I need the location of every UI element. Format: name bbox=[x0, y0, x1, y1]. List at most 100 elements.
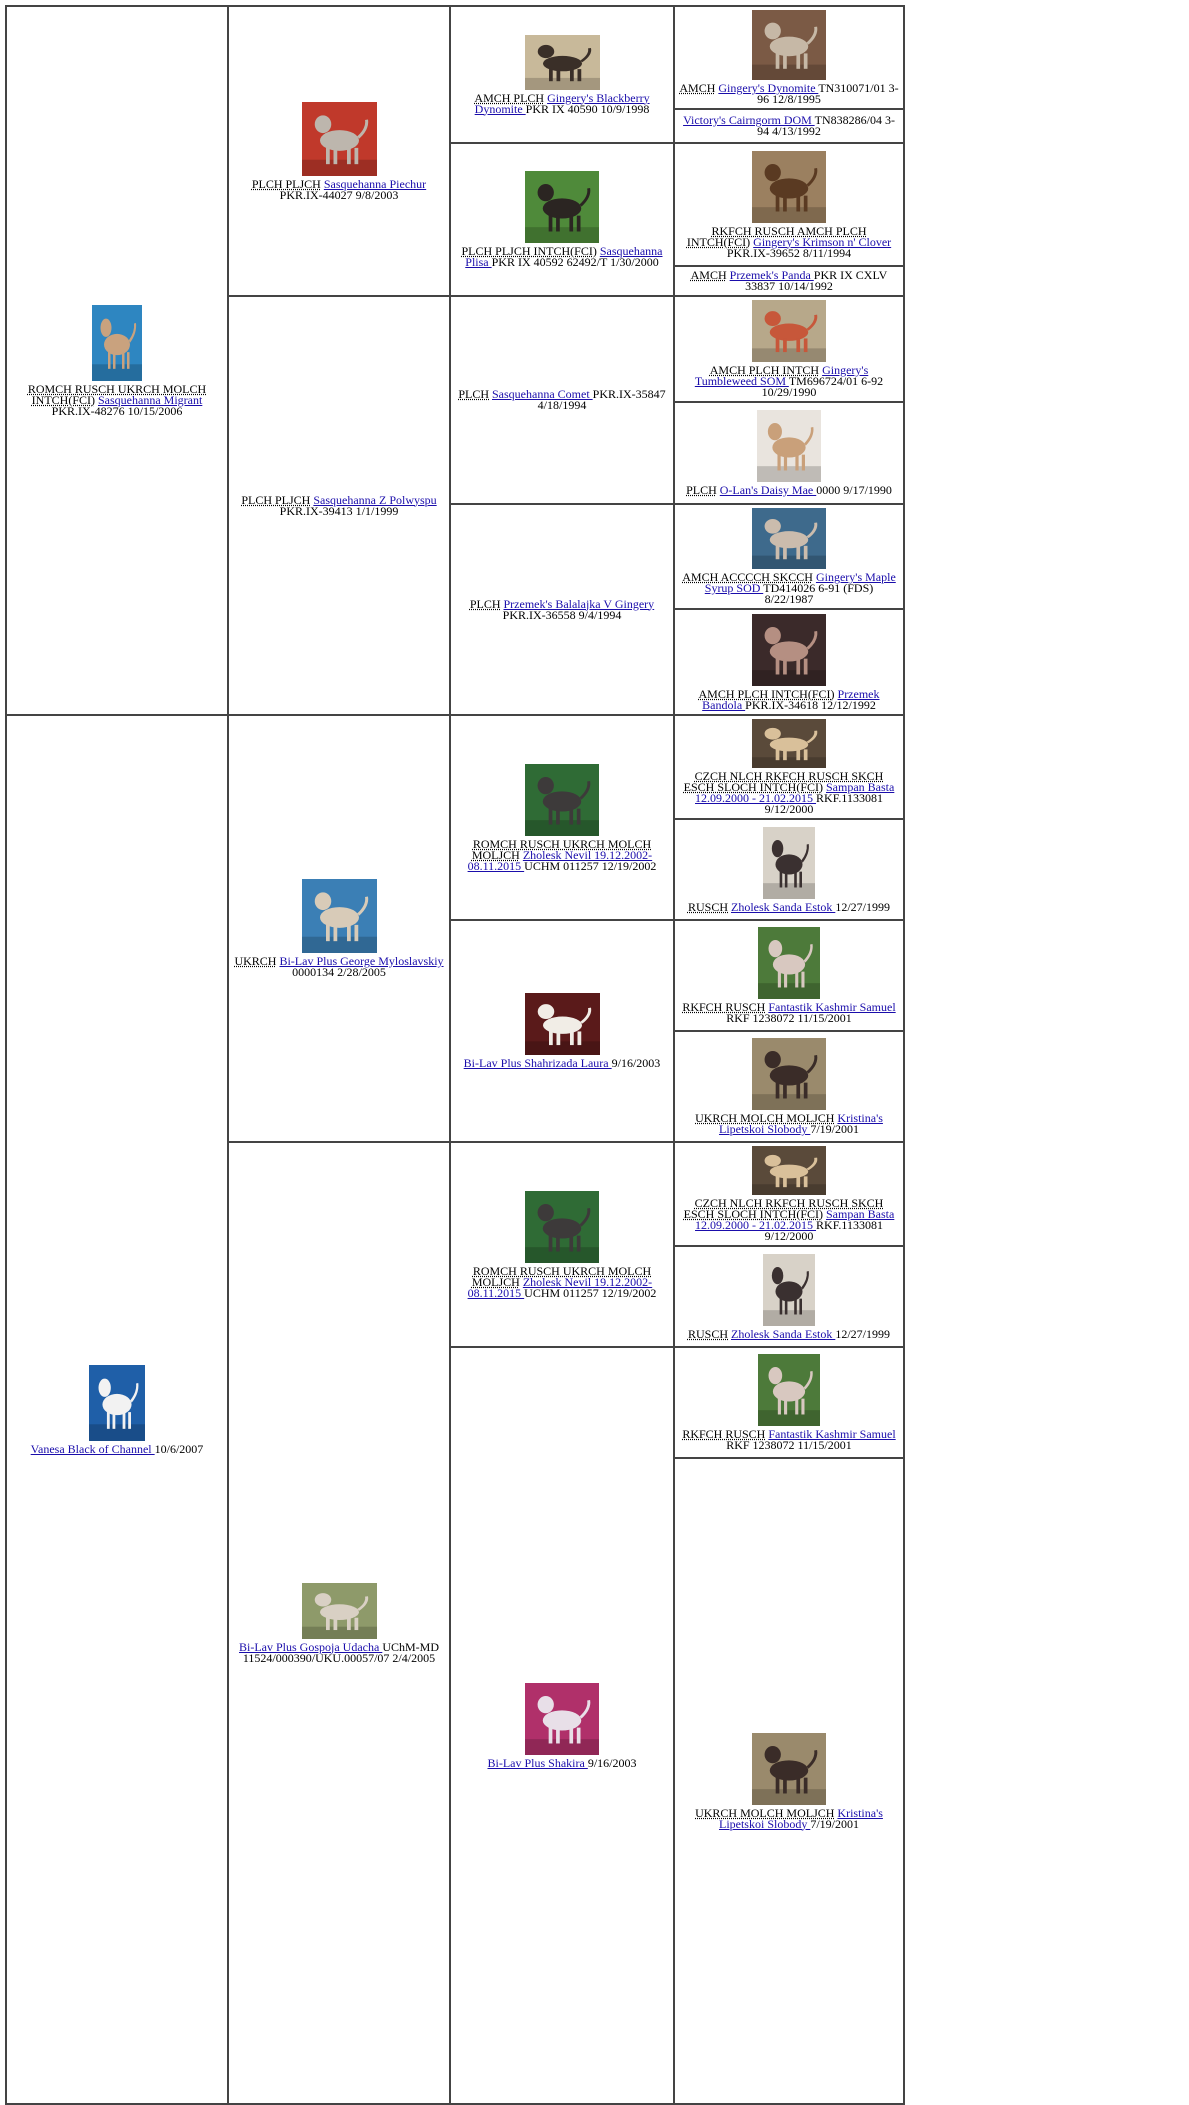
photo-floor bbox=[525, 1246, 599, 1263]
dog-leg bbox=[325, 147, 330, 164]
dog-name-link[interactable]: Sasquehanna Z Polwyspu bbox=[313, 492, 437, 507]
dog-name-link[interactable]: Vanesa Black of Channel bbox=[30, 1441, 155, 1456]
dog-caption: AMCH ACCCCH SKCCH Gingery's Maple Syrup … bbox=[679, 570, 899, 605]
dog-leg bbox=[783, 1082, 787, 1099]
dog-name-link[interactable]: Zholesk Nevil 19.12.2002-08.11.2015 bbox=[467, 1274, 653, 1300]
dog-leg bbox=[779, 1298, 783, 1314]
dog-photo[interactable] bbox=[758, 1354, 820, 1426]
dog-photo[interactable] bbox=[752, 150, 826, 223]
photo-floor bbox=[763, 1309, 815, 1326]
dog-photo[interactable] bbox=[752, 300, 826, 362]
dog-name-link[interactable]: Zholesk Nevil 19.12.2002-08.11.2015 bbox=[467, 847, 653, 873]
dog-body bbox=[769, 1164, 809, 1179]
dog-titles: RUSCH bbox=[687, 899, 728, 914]
dog-name-link[interactable]: Fantastik Kashmir Samuel bbox=[768, 1000, 896, 1014]
dog-name-link[interactable]: Sampan Basta 12.09.2000 - 21.02.2015 bbox=[695, 780, 895, 805]
dog-name-link[interactable]: Gingery's Krimson n' Clover bbox=[753, 234, 892, 249]
dog-titles: UKRCH MOLCH MOLJCH bbox=[695, 1111, 835, 1125]
dog-photo[interactable] bbox=[92, 304, 142, 381]
dog-name-link[interactable]: Sasquehanna Plisa bbox=[465, 244, 663, 269]
dog-name-link[interactable]: Bi-Lav Plus George Myloslavskiy bbox=[279, 954, 444, 968]
dog-name-link[interactable]: Bi-Lav Plus Gospoja Udacha bbox=[239, 1639, 383, 1654]
dog-body bbox=[769, 323, 809, 341]
pedigree-cell-gen4: RUSCH Zholesk Sanda Estok 12/27/1999 bbox=[675, 1247, 905, 1348]
dog-name-link[interactable]: Przemek Bandola bbox=[702, 686, 880, 712]
dog-name-link[interactable]: Gingery's Maple Syrup SOD bbox=[704, 570, 896, 595]
dog-leg bbox=[775, 658, 780, 674]
dog-photo[interactable] bbox=[763, 826, 815, 899]
dog-caption: PLCH PLJCH Sasquehanna Piechur PKR.IX-44… bbox=[233, 176, 445, 201]
dog-photo[interactable] bbox=[752, 719, 826, 768]
dog-photo[interactable] bbox=[752, 1038, 826, 1110]
dog-caption: UKRCH Bi-Lav Plus George Myloslavskiy 00… bbox=[233, 954, 445, 979]
dog-tail bbox=[806, 730, 818, 744]
dog-leg bbox=[784, 1298, 788, 1314]
dog-registration: UChM-MD 11524/000390/UKU.00057/07 2/4/20… bbox=[242, 1639, 439, 1665]
photo-floor bbox=[752, 555, 826, 569]
dog-caption: ROMCH RUSCH UKRCH MOLCH INTCH(FCI) Sasqu… bbox=[11, 383, 223, 417]
dog-name-link[interactable]: Fantastik Kashmir Samuel bbox=[768, 1427, 896, 1441]
dog-titles: PLCH bbox=[686, 483, 717, 497]
dog-name-link[interactable]: Zholesk Sanda Estok bbox=[731, 1326, 836, 1341]
dog-photo[interactable] bbox=[763, 1253, 815, 1326]
dog-photo[interactable] bbox=[752, 508, 826, 569]
dog-caption: Bi-Lav Plus Shahrizada Laura 9/16/2003 bbox=[455, 1056, 669, 1070]
dog-name-link[interactable]: Sasquehanna Migrant bbox=[98, 392, 203, 407]
dog-name-link[interactable]: O-Lan's Daisy Mae bbox=[719, 483, 817, 497]
dog-photo[interactable] bbox=[524, 34, 600, 90]
dog-registration: PKR.IX-39413 1/1/1999 bbox=[279, 503, 399, 518]
dog-photo[interactable] bbox=[752, 1146, 826, 1195]
dog-photo[interactable] bbox=[757, 410, 821, 482]
dog-name-link[interactable]: Kristina's Lipetskoi Slobody bbox=[718, 1805, 883, 1831]
dog-tail bbox=[801, 843, 809, 863]
dog-registration: 9/16/2003 bbox=[611, 1056, 661, 1070]
dog-photo[interactable] bbox=[752, 10, 826, 80]
dog-photo[interactable] bbox=[301, 1582, 377, 1639]
dog-head bbox=[764, 1050, 781, 1069]
dog-name-link[interactable]: Sasquehanna Piechur bbox=[323, 176, 427, 191]
dog-head bbox=[537, 1004, 554, 1020]
dog-leg bbox=[775, 1777, 780, 1793]
dog-name-link[interactable]: Bi-Lav Plus Shakira bbox=[487, 1755, 588, 1770]
dog-name-link[interactable]: Przemek's Balalajka V Gingery bbox=[503, 596, 655, 611]
dog-leg bbox=[796, 658, 801, 674]
dog-tail bbox=[579, 780, 591, 800]
dog-name-link[interactable]: Gingery's Tumbleweed SOM bbox=[694, 363, 869, 388]
dog-name-link[interactable]: Gingery's Blackberry Dynomite bbox=[474, 90, 650, 116]
dog-caption: Bi-Lav Plus Gospoja Udacha UChM-MD 11524… bbox=[233, 1639, 445, 1665]
dog-registration: PKR IX 40592 62492/T 1/30/2000 bbox=[491, 255, 659, 269]
dog-registration: UCHM 011257 12/19/2002 bbox=[524, 858, 657, 873]
dog-registration: 0000134 2/28/2005 bbox=[292, 965, 386, 979]
dog-name-link[interactable]: Sampan Basta 12.09.2000 - 21.02.2015 bbox=[695, 1207, 895, 1232]
dog-name-link[interactable]: Victory's Cairngorm DOM bbox=[683, 113, 815, 127]
dog-photo[interactable] bbox=[524, 993, 600, 1055]
dog-titles: ROMCH RUSCH UKRCH MOLCH MOLJCH bbox=[471, 836, 652, 862]
dog-leg bbox=[796, 53, 801, 69]
dog-caption: UKRCH MOLCH MOLJCH Kristina's Lipetskoi … bbox=[679, 1111, 899, 1136]
dog-photo[interactable] bbox=[525, 171, 599, 243]
dog-tail bbox=[803, 1371, 813, 1390]
dog-photo[interactable] bbox=[301, 879, 377, 953]
dog-tail bbox=[806, 522, 818, 539]
dog-titles: ROMCH RUSCH UKRCH MOLCH MOLJCH bbox=[471, 1263, 652, 1289]
dog-name-link[interactable]: Gingery's Dynomite bbox=[718, 81, 819, 95]
photo-floor bbox=[301, 159, 377, 176]
dog-photo[interactable] bbox=[525, 1190, 599, 1263]
dog-name-link[interactable]: Zholesk Sanda Estok bbox=[731, 899, 836, 914]
dog-name-link[interactable]: Bi-Lav Plus Shahrizada Laura bbox=[463, 1056, 612, 1070]
dog-name-link[interactable]: Sasquehanna Comet bbox=[492, 387, 593, 401]
dog-name-link[interactable]: Kristina's Lipetskoi Slobody bbox=[718, 1111, 883, 1136]
dog-photo[interactable] bbox=[525, 763, 599, 836]
dog-titles: PLCH bbox=[458, 387, 489, 401]
photo-floor bbox=[525, 227, 599, 243]
dog-head bbox=[764, 626, 781, 644]
dog-photo[interactable] bbox=[89, 1364, 145, 1441]
dog-leg bbox=[801, 1398, 805, 1415]
dog-name-link[interactable]: Przemek's Panda bbox=[729, 268, 814, 282]
dog-photo[interactable] bbox=[525, 1682, 599, 1755]
dog-photo[interactable] bbox=[752, 1732, 826, 1805]
dog-photo[interactable] bbox=[752, 613, 826, 686]
dog-photo[interactable] bbox=[758, 927, 820, 999]
dog-photo[interactable] bbox=[301, 101, 377, 176]
dog-titles: RUSCH bbox=[687, 1326, 728, 1341]
